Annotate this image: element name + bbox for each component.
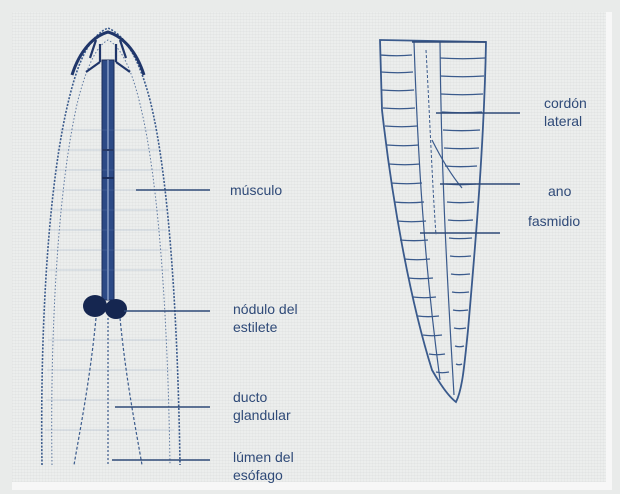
label-ano: ano — [548, 182, 571, 200]
stylet-knob-right — [105, 299, 127, 319]
tail-leader-lines — [412, 42, 520, 233]
rectum-line — [432, 140, 462, 188]
tail-annules-left — [380, 55, 449, 373]
tail-drawing — [380, 40, 486, 402]
intestine-line — [426, 50, 436, 235]
lateral-field-left — [414, 42, 440, 380]
label-ducto-glandular: ducto glandular — [233, 388, 291, 424]
stylet-knob-left — [83, 295, 107, 317]
head-leader-lines — [112, 190, 210, 460]
label-cordon-lateral: cordón lateral — [544, 94, 587, 130]
head-drawing — [42, 28, 180, 465]
label-musculo: músculo — [230, 181, 282, 199]
label-nodulo-estilete: nódulo del estilete — [233, 300, 298, 336]
label-lumen-esofago: lúmen del esófago — [233, 448, 294, 484]
label-fasmidio: fasmidio — [528, 212, 580, 230]
